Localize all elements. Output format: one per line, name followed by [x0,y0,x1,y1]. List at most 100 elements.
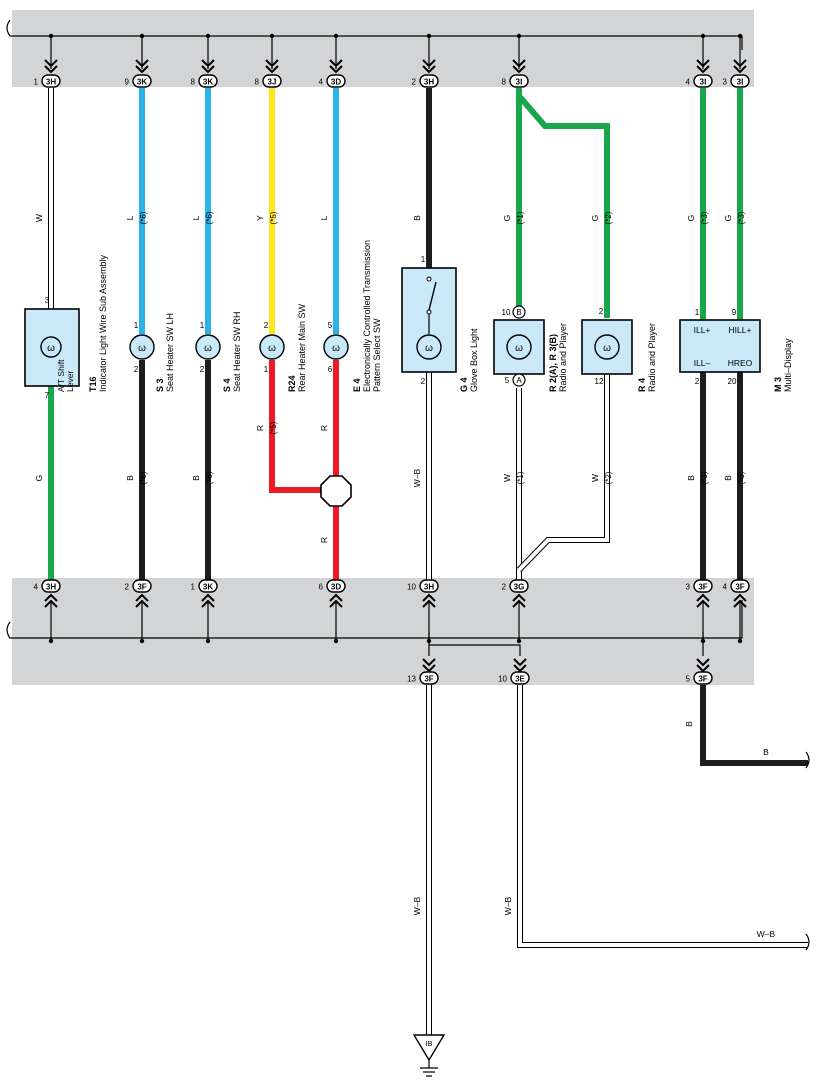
m3-pin-tl: 1 [695,308,700,317]
m3-label-br: HREO [728,358,753,368]
splice-junction [320,475,352,507]
bottom-connector-1-pill [41,579,61,593]
wire-color-code: W–B [412,468,422,487]
r24-pin-bottom: 1 [264,365,269,374]
wire-label-26: W–B [757,929,776,939]
e4-pin-top: 5 [328,321,333,330]
wire-label-16: R [319,537,329,543]
s3-component: ω [129,334,155,360]
bottom-connector-6: 3G2 [502,579,529,644]
e4-name-2: Pattern Select SW [372,318,382,392]
wire-radio-w [516,372,610,582]
g4-pin-bottom: 2 [421,377,426,386]
top-connector-3-pin: 8 [191,77,196,86]
top-connector-7-pill [509,74,529,88]
r2-component: ω [493,319,545,375]
bottom-connector-1: 3H4 [34,579,61,644]
lower-connector-3: 3F5 [686,658,713,685]
r4-pin-bottom: 12 [595,377,604,386]
wire-color-code: B [125,475,135,481]
bottom-connector-4-pill [326,579,346,593]
upper-panel [12,10,754,87]
m3-pin-br: 20 [728,377,737,386]
e4-name-1: Electronically Controlled Transmission [362,240,372,392]
wire-label-18: W(*1) [502,471,525,484]
m3-component [679,319,761,373]
g4-name: Glove Box Light [469,328,479,392]
wire-color-code: W [34,214,44,222]
top-connector-4-pin: 8 [255,77,260,86]
r4-pin-top: 2 [599,307,604,316]
svg-text:ω: ω [332,343,340,354]
top-connector-1-pill [41,74,61,88]
wire-color-code: W–B [503,896,513,915]
svg-text:ω: ω [515,343,523,354]
r2-code: R 2(A), R 3(B) [548,334,558,392]
wires [48,88,810,1035]
bottom-connector-3-pin: 1 [191,582,196,591]
r4-component: ω [581,319,633,375]
wire-note: (*3) [737,471,746,484]
wire-label-25: W–B [503,896,513,915]
wire-radio-g [516,88,610,318]
r24-component: ω [259,334,285,360]
bottom-connector-3: 3K1 [191,579,218,644]
wire-label-8: G(*2) [590,211,613,224]
e4-pin-bottom: 6 [328,365,333,374]
wire-note: (*6) [139,471,148,484]
bottom-connector-1-pin: 4 [34,582,39,591]
r24-name: Rear Heater Main SW [297,303,307,392]
top-connector-8-pill [693,74,713,88]
wire-color-code: R [255,425,265,431]
r2-pin-tags: B A [512,305,526,387]
wire-note: (*5) [269,421,278,434]
r4-name: Radio and Player [647,323,657,392]
wire-label-11: G [34,475,44,482]
wire-label-22: B [684,721,694,727]
bottom-connector-2-pin: 2 [125,582,130,591]
wire-label-7: G(*1) [502,211,525,224]
wire-color-code: L [319,215,329,220]
g4-pin-top: 1 [421,255,426,264]
r2-pin-bottom: 5 [505,376,510,385]
m3-name: Multi–Display [783,338,793,392]
s4-pin-bottom: 2 [200,365,205,374]
bottom-connector-7-code: 3F [698,582,707,591]
s4-code: S 4 [222,378,232,392]
bottom-connector-7-pin: 3 [686,582,691,591]
svg-text:ω: ω [204,343,212,354]
wire-label-20: B(*3) [686,471,709,484]
top-connector-3-code: 3K [203,77,213,86]
top-connector-1: 3H1 [34,33,61,88]
wire-note: (*3) [700,211,709,224]
s3-pin-top: 1 [134,321,139,330]
wire-label-10: G(*3) [723,211,746,224]
bottom-connector-6-pill [509,579,529,593]
wire-color-code: Y [255,215,265,221]
s3-code: S 3 [155,378,165,392]
wire-note: (*2) [604,471,613,484]
wire-color-code: B [191,475,201,481]
e4-code: E 4 [352,378,362,392]
bottom-connector-8-pill [730,579,750,593]
wire-label-1: W [34,214,44,222]
wire-color-code: W [590,474,600,482]
bottom-connector-2-code: 3F [137,582,146,591]
bottom-connector-6-pin: 2 [502,582,507,591]
t16-name: Indicator Light Wire Sub Assembly [98,254,108,392]
top-connector-6-pin: 2 [412,77,417,86]
bottom-connector-2-pill [132,579,152,593]
top-connector-4-code: 3J [268,77,277,86]
bottom-connector-2: 3F 2 [125,579,152,644]
lower-connector-3-pin: 5 [686,674,691,683]
m3-pin-bl: 2 [695,377,700,386]
lower-panel [12,578,754,685]
wire-note: (*6) [205,471,214,484]
top-connector-2-pin: 9 [125,77,130,86]
svg-text:ω: ω [603,343,611,354]
wire-label-14: R (*5) [255,421,278,434]
top-connector-7: 3I8 [502,33,529,88]
svg-text:ω: ω [425,343,433,354]
m3-pin-tr: 9 [732,308,737,317]
top-connector-5: 3D4 [319,33,346,88]
